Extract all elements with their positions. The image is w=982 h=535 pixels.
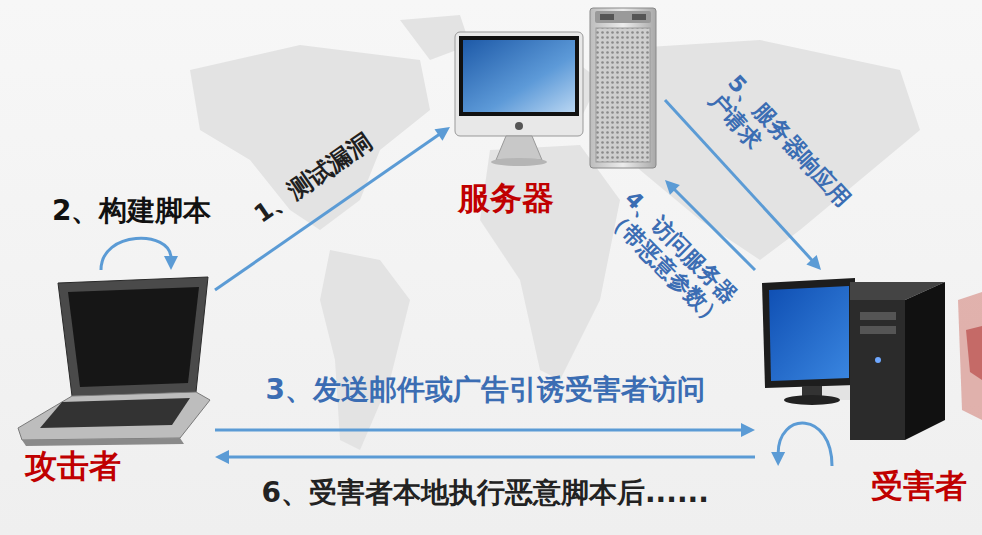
server-tower-icon [590,8,656,168]
node-label: 受害者 [871,468,967,505]
imac-icon [455,32,583,166]
arrow-head [741,423,755,437]
actor-node: 攻击者 [15,270,215,490]
edge-label: 2、构建脚本 [52,194,211,228]
edge-label: 6、受害者本地执行恶意脚本后...... [262,476,709,510]
connector-line [778,423,832,466]
arrow-head [771,452,785,466]
arrow-head [806,255,821,270]
arrow-head [435,127,450,141]
arrow-head [215,450,229,464]
desktop-pc-icon [762,278,945,440]
connector-line [215,428,743,431]
edge-label: 3、发送邮件或广告引诱受害者访问 [266,373,705,407]
actor-node: 受害者 [755,270,975,466]
edge-label: 4、访问服务器（带恶意参数） [600,185,749,334]
world-map [190,15,920,450]
connector-line [101,238,171,270]
laptop-icon [18,277,210,446]
connector [101,238,178,270]
edge-label: 1、测试漏洞 [248,127,377,228]
connector-line [227,455,755,458]
arrow-head [665,180,680,195]
connector [215,450,755,464]
arrow-head [164,256,178,270]
connector [215,423,755,437]
connector [215,127,450,290]
edge-label: 5、服务器响应用户请求 [703,70,858,233]
node-label: 攻击者 [25,448,121,485]
node-label: 服务器 [458,180,554,217]
connector [771,423,832,466]
corner-picture [958,292,982,420]
actor-node: 服务器 [450,5,665,220]
